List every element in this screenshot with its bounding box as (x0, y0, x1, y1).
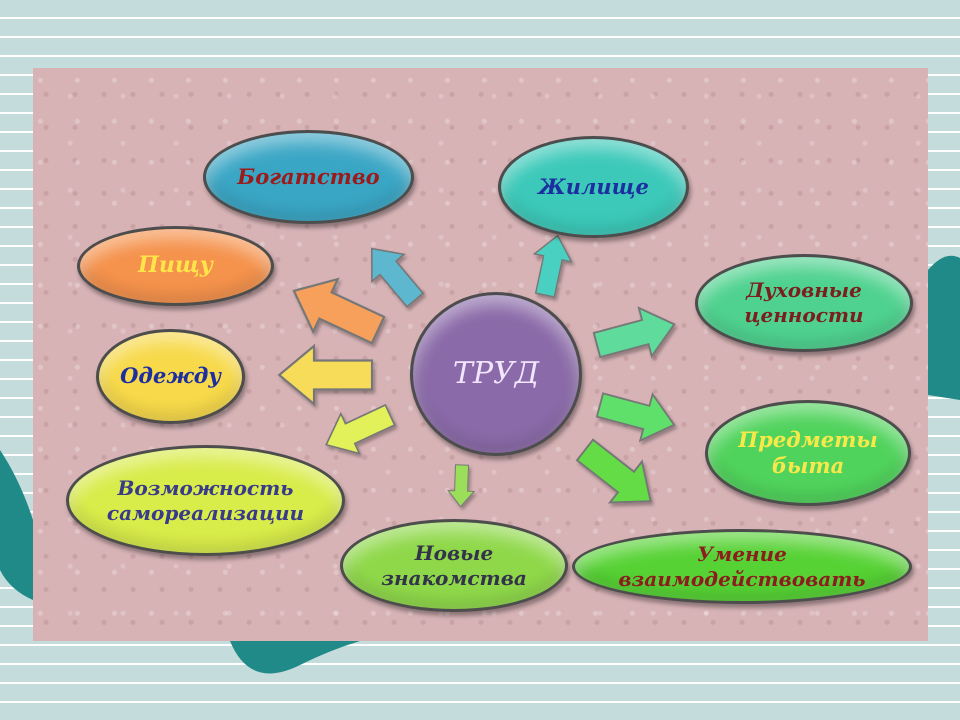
arrow-to-odezhdu (278, 344, 374, 406)
node-label: Предметы быта (738, 426, 878, 478)
node-odezhdu: Одежду (96, 329, 245, 424)
arrow-to-predmety (592, 380, 682, 449)
arrow-to-dukhovnye (589, 299, 682, 371)
node-label: Жилище (538, 173, 649, 199)
node-zhilishche: Жилище (498, 136, 689, 238)
node-novye-znakomstva: Новые знакомства (340, 519, 568, 612)
node-label: Новые знакомства (381, 540, 527, 590)
node-predmety-byta: Предметы быта (705, 400, 911, 506)
node-dukhovnye-tsennosti: Духовные ценности (695, 254, 913, 352)
center-node-label: ТРУД (452, 356, 540, 392)
node-label: Духовные ценности (744, 278, 864, 327)
center-node-trud: ТРУД (410, 292, 582, 456)
node-bogatstvo: Богатство (203, 130, 414, 224)
node-umenie: Умение взаимодействовать (572, 529, 912, 604)
node-label: Пищу (138, 252, 213, 279)
node-label: Богатство (237, 163, 380, 189)
arrow-to-zhilishche (525, 230, 577, 300)
arrow-to-vozmozhnost (316, 394, 401, 466)
arrow-to-novye (447, 464, 476, 508)
node-label: Возможность самореализации (106, 475, 305, 525)
arrow-to-umenie (568, 428, 668, 523)
node-label: Умение взаимодействовать (618, 541, 866, 591)
node-pishchu: Пищу (77, 226, 274, 306)
node-label: Одежду (120, 363, 221, 389)
arrow-to-bogatstvo (354, 234, 432, 315)
node-vozmozhnost: Возможность самореализации (66, 445, 345, 556)
